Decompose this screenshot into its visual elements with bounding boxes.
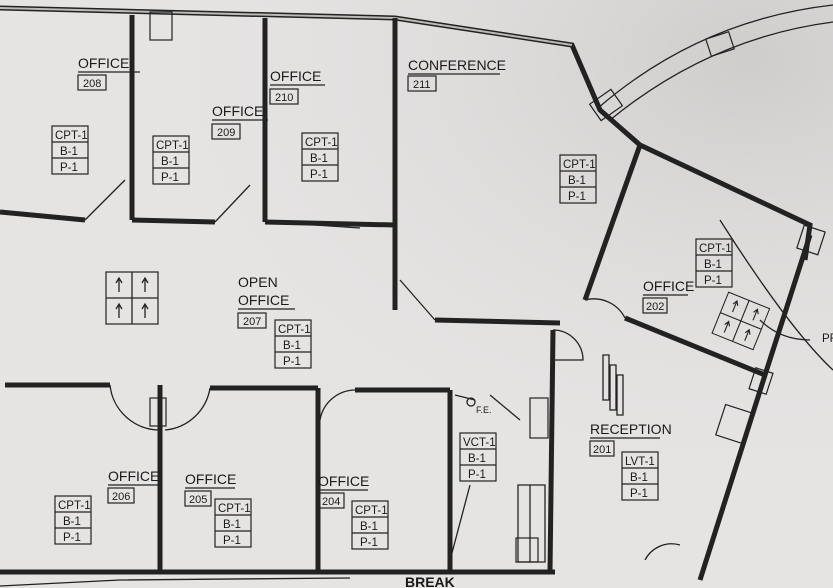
svg-text:CONFERENCE: CONFERENCE [408, 57, 506, 73]
svg-text:207: 207 [243, 316, 261, 328]
room-207-open-office: OPEN OFFICE 207 CPT-1B-1P-1 [105, 271, 312, 369]
svg-text:CPT-1: CPT-1 [699, 243, 732, 255]
svg-text:OPEN: OPEN [238, 274, 278, 290]
room-201-reception: RECEPTION 201 LVT-1B-1P-1 [589, 421, 672, 501]
svg-text:P-1: P-1 [161, 172, 179, 184]
room-208: OFFICE 208 CPT-1B-1P-1 [51, 55, 140, 175]
svg-text:B-1: B-1 [283, 340, 301, 352]
svg-text:OFFICE: OFFICE [78, 55, 129, 71]
svg-text:LVT-1: LVT-1 [625, 456, 655, 468]
curved-exterior-wall [588, 4, 833, 371]
room-209: OFFICE 209 CPT-1B-1P-1 [152, 103, 268, 185]
column [149, 397, 167, 427]
svg-text:P-1: P-1 [568, 191, 586, 203]
svg-text:OFFICE: OFFICE [643, 278, 694, 294]
svg-text:B-1: B-1 [360, 521, 378, 533]
svg-text:201: 201 [593, 444, 611, 456]
svg-text:B-1: B-1 [223, 519, 241, 531]
svg-text:211: 211 [413, 79, 431, 91]
room-vct: VCT-1B-1P-1 F.E. [459, 397, 497, 482]
svg-text:P-1: P-1 [63, 532, 81, 544]
svg-text:P-1: P-1 [310, 169, 328, 181]
svg-text:P-1: P-1 [283, 356, 301, 368]
break-room-label: BREAK [405, 574, 455, 588]
svg-text:B-1: B-1 [468, 453, 486, 465]
svg-text:CPT-1: CPT-1 [355, 505, 388, 517]
svg-text:P-1: P-1 [704, 275, 722, 287]
room-211-conference: CONFERENCE 211 CPT-1B-1P-1 [407, 57, 597, 204]
svg-text:CPT-1: CPT-1 [305, 137, 338, 149]
svg-text:210: 210 [275, 92, 293, 104]
svg-text:OFFICE: OFFICE [318, 473, 369, 489]
svg-text:204: 204 [322, 496, 340, 508]
svg-text:OFFICE: OFFICE [108, 468, 159, 484]
svg-text:CPT-1: CPT-1 [58, 500, 91, 512]
svg-text:VCT-1: VCT-1 [463, 437, 496, 449]
svg-text:B-1: B-1 [568, 175, 586, 187]
svg-text:B-1: B-1 [310, 153, 328, 165]
room-202: OFFICE 202 CPT-1B-1P-1 PR [642, 238, 833, 351]
room-205: OFFICE 205 CPT-1B-1P-1 [184, 471, 252, 548]
svg-text:B-1: B-1 [630, 472, 648, 484]
svg-text:P-1: P-1 [360, 537, 378, 549]
svg-text:205: 205 [189, 494, 207, 506]
walls [0, 5, 826, 587]
room-206: OFFICE 206 CPT-1B-1P-1 [54, 468, 160, 545]
svg-text:P-1: P-1 [60, 162, 78, 174]
svg-text:CPT-1: CPT-1 [55, 130, 88, 142]
svg-text:B-1: B-1 [704, 259, 722, 271]
svg-text:OFFICE: OFFICE [185, 471, 236, 487]
svg-text:B-1: B-1 [63, 516, 81, 528]
svg-text:CPT-1: CPT-1 [278, 324, 311, 336]
fire-extinguisher-icon [466, 397, 476, 407]
svg-text:CPT-1: CPT-1 [156, 140, 189, 152]
svg-text:RECEPTION: RECEPTION [590, 421, 672, 437]
svg-text:206: 206 [112, 491, 130, 503]
room-210: OFFICE 210 CPT-1B-1P-1 [269, 68, 339, 182]
svg-text:P-1: P-1 [223, 535, 241, 547]
svg-text:OFFICE: OFFICE [238, 292, 289, 308]
room-204: OFFICE 204 CPT-1B-1P-1 [317, 473, 389, 550]
svg-text:PR: PR [822, 333, 833, 345]
svg-text:208: 208 [83, 78, 101, 90]
svg-text:202: 202 [646, 301, 664, 313]
doors [84, 179, 811, 569]
svg-text:B-1: B-1 [60, 146, 78, 158]
svg-text:OFFICE: OFFICE [212, 103, 263, 119]
svg-text:P-1: P-1 [630, 488, 648, 500]
svg-text:OFFICE: OFFICE [270, 68, 321, 84]
svg-text:CPT-1: CPT-1 [218, 503, 251, 515]
svg-text:CPT-1: CPT-1 [563, 159, 596, 171]
svg-text:209: 209 [217, 127, 235, 139]
svg-text:B-1: B-1 [161, 156, 179, 168]
svg-text:P-1: P-1 [468, 469, 486, 481]
svg-text:F.E.: F.E. [476, 405, 492, 415]
